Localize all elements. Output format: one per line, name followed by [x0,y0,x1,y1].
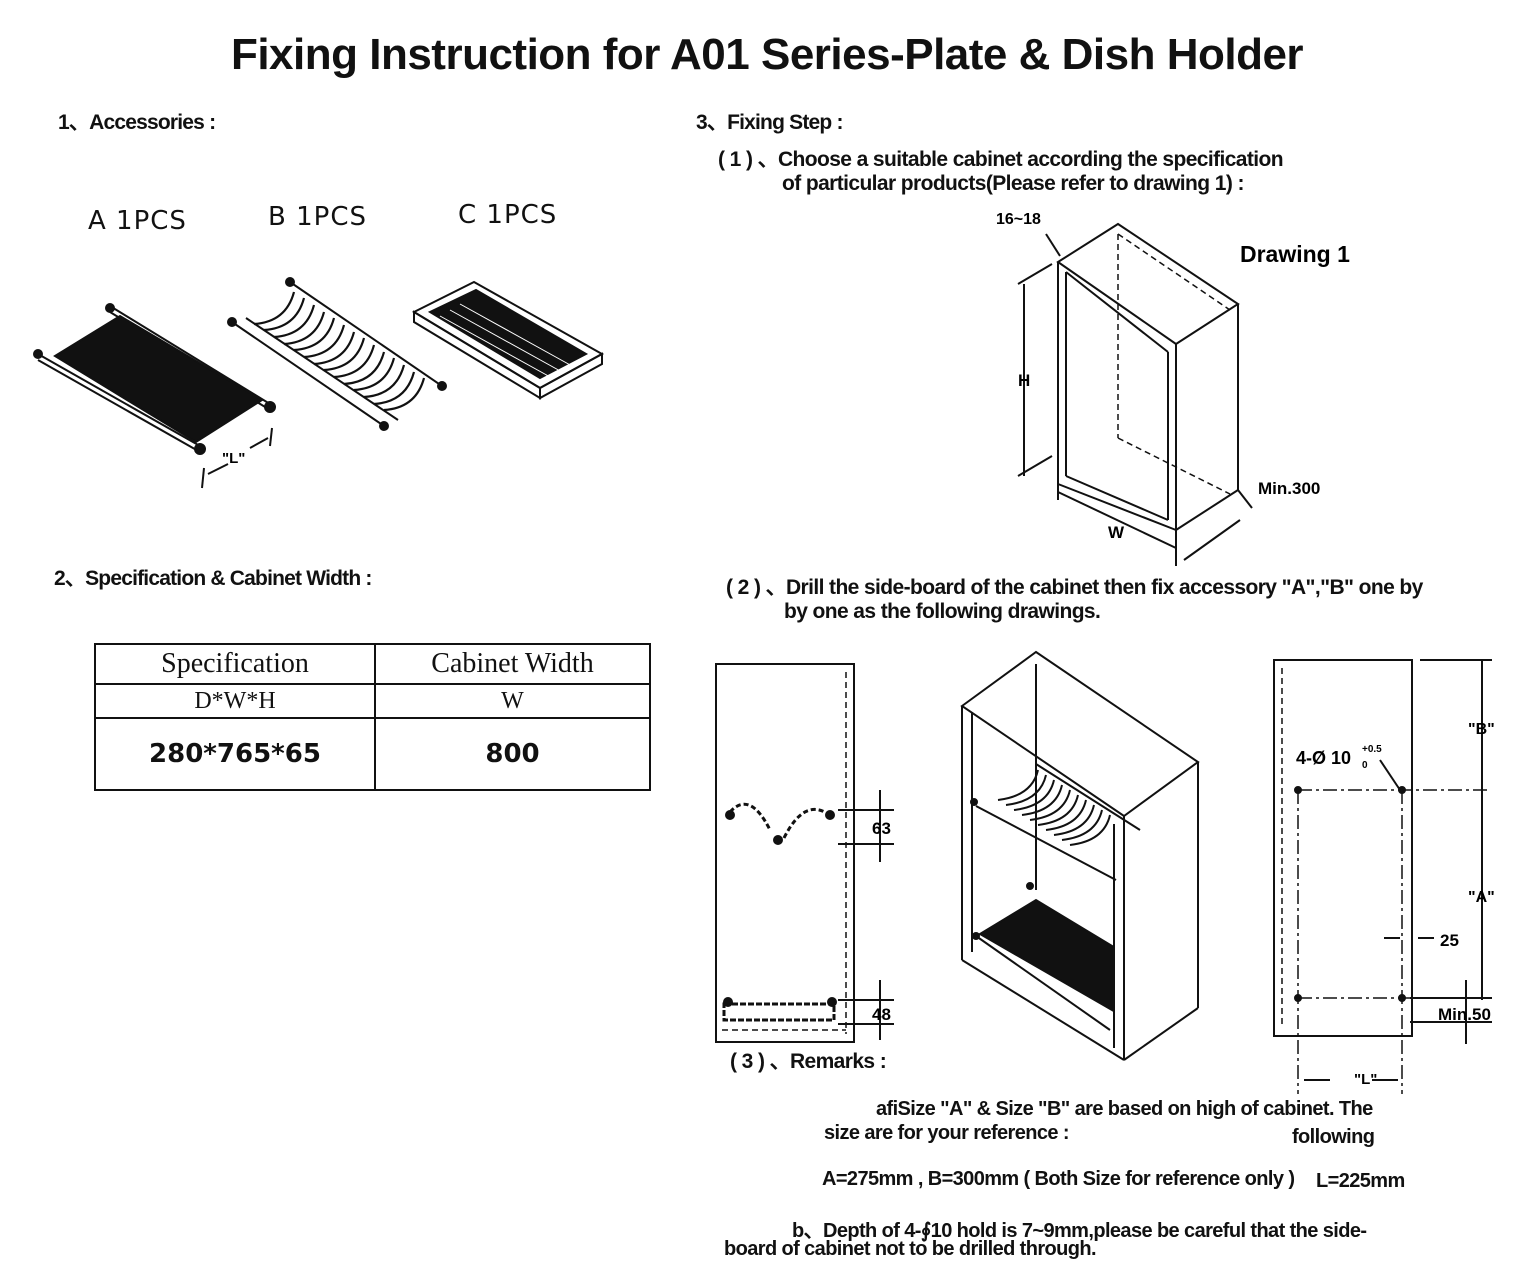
table-cell-spec-value: 280*765*65 [94,717,376,791]
accessory-b-label: B 1PCS [268,202,367,232]
remark-b-line2: board of cabinet not to be drilled throu… [724,1238,1097,1260]
hole-view-dim-25: 25 [1440,931,1459,950]
remarks-heading: ( 3 ) 、Remarks : [730,1050,887,1073]
side-view-dim-bottom: 48 [872,1005,891,1024]
drawing1-title: Drawing 1 [1240,241,1350,267]
remark-b-line1: b、Depth of 4-∮10 hold is 7~9mm,please be… [792,1220,1367,1242]
table-cell-width-value: 800 [374,717,651,791]
step1-line1: ( 1 ) 、Choose a suitable cabinet accordi… [718,148,1284,171]
hole-view-label-l: "L" [1354,1071,1377,1088]
specification-table: Specification Cabinet Width D*W*H W 280*… [94,643,651,791]
table-subheader-width: W [374,683,651,719]
table-subheader-dimensions: D*W*H [94,683,376,719]
accessories-heading: 1、Accessories : [58,111,216,134]
accessory-a-dim-label: "L" [222,450,245,467]
hole-view-tol-lower: 0 [1362,760,1368,771]
remark-size-l: L=225mm [1316,1170,1405,1192]
table-header-cabinet-width: Cabinet Width [374,643,651,685]
remark-a-line2: size are for your reference : [824,1122,1070,1144]
accessory-a-label: A 1PCS [88,206,187,236]
step2-line2: by one as the following drawings. [784,600,1101,623]
drawing1-height-label: H [1018,371,1030,390]
remark-a-line1: afiSize "A" & Size "B" are based on high… [876,1098,1373,1120]
step2-line1: ( 2 ) 、Drill the side-board of the cabin… [726,576,1423,599]
drawing1-depth-label: Min.300 [1258,479,1320,498]
drawing1-thickness-label: 16~18 [996,211,1041,228]
hole-view-label-b: "B" [1468,721,1495,738]
page-title: Fixing Instruction for A01 Series-Plate … [230,30,1304,79]
hole-view-min50: Min.50 [1438,1005,1491,1024]
hole-view-label-a: "A" [1468,889,1495,906]
fixing-step-heading: 3、Fixing Step : [696,111,843,134]
accessory-c-label: C 1PCS [458,200,558,230]
specification-heading: 2、Specification & Cabinet Width : [54,567,372,590]
remark-a-following: following [1292,1126,1375,1148]
hole-view-tol-upper: +0.5 [1362,744,1382,755]
remark-sizes: A=275mm , B=300mm ( Both Size for refere… [822,1168,1295,1190]
side-view-dim-top: 63 [872,819,891,838]
hole-view-hole-label: 4-Ø 10 [1296,748,1351,768]
step1-line2: of particular products(Please refer to d… [782,172,1244,195]
drawing1-width-label: W [1108,523,1125,542]
table-header-specification: Specification [94,643,376,685]
